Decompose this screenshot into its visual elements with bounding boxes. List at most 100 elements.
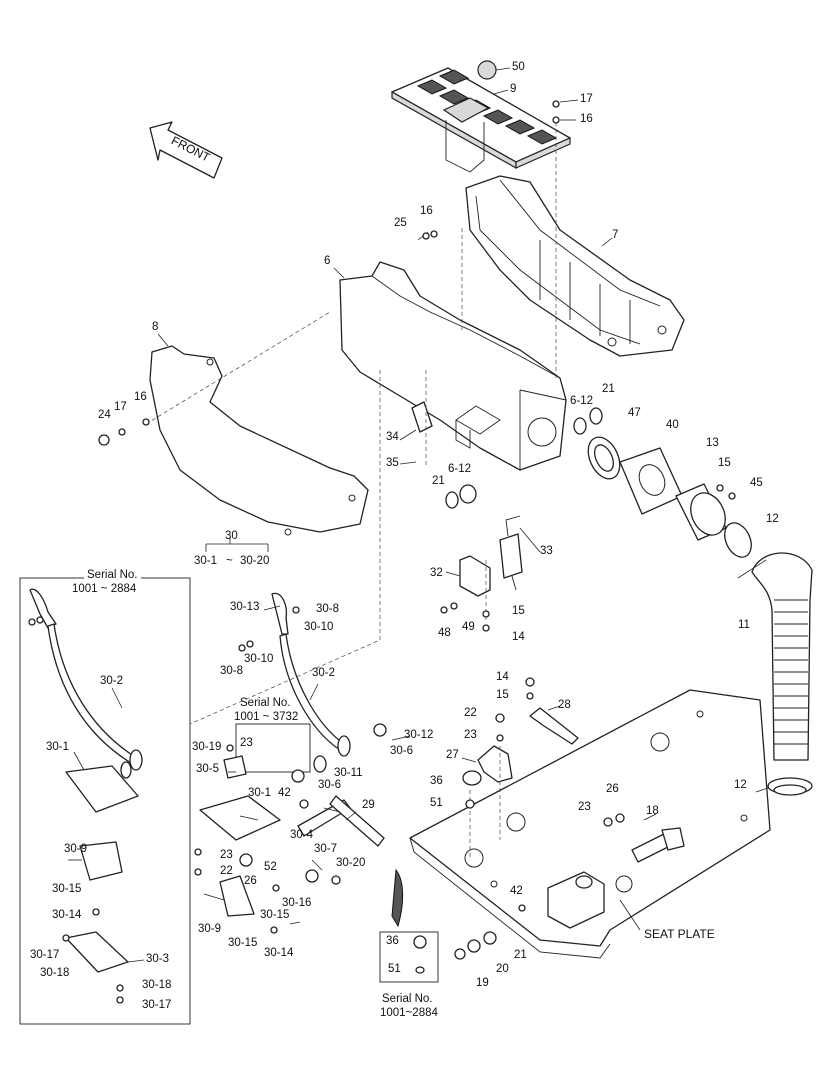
callout: 16 — [134, 391, 147, 403]
callout: 27 — [446, 749, 459, 761]
callout: 12 — [734, 779, 747, 791]
callout: 15 — [718, 457, 731, 469]
seat-plate — [409, 689, 771, 959]
callout: 42 — [510, 885, 523, 897]
callout: 30-10 — [304, 621, 334, 633]
callout: 23 — [578, 801, 591, 813]
serial-box-mid — [235, 723, 311, 773]
callout: 30-9 — [198, 923, 222, 935]
callout: 6 — [324, 255, 331, 267]
callout: 30-10 — [244, 653, 274, 665]
callout: 18 — [646, 805, 659, 817]
callout: 20 — [496, 963, 509, 975]
callout: 30-15 — [52, 883, 82, 895]
callout: 30-18 — [40, 967, 70, 979]
callout: 9 — [510, 83, 517, 95]
part-28-bracket — [462, 707, 579, 786]
callout: 30-1 — [248, 787, 272, 799]
callout: 23 — [240, 737, 253, 749]
part-6-frame — [339, 261, 567, 471]
callout: 11 — [738, 619, 750, 631]
callout: 30-12 — [404, 729, 434, 741]
serial-left-title: Serial No. — [84, 569, 141, 582]
callout: 48 — [438, 627, 451, 639]
callout: 29 — [362, 799, 375, 811]
callout: 14 — [496, 671, 509, 683]
callout: 7 — [612, 229, 619, 241]
part-18-bolt — [547, 827, 685, 929]
callout: 30-15 — [228, 937, 258, 949]
part-32-33-switch — [411, 401, 523, 597]
front-arrow-icon — [149, 121, 223, 179]
callout: 51 — [388, 963, 401, 975]
callout: 52 — [264, 861, 277, 873]
callout: 49 — [462, 621, 475, 633]
callout: 30-2 — [312, 667, 336, 679]
part-7-cover — [465, 175, 685, 357]
callout: 30-17 — [142, 999, 172, 1011]
callout: 30-9 — [64, 843, 88, 855]
callout: 21 — [514, 949, 527, 961]
callout: 30-16 — [282, 897, 312, 909]
callout: 32 — [430, 567, 443, 579]
construction-lines — [145, 122, 557, 860]
callout: 17 — [580, 93, 593, 105]
callout: 40 — [666, 419, 679, 431]
callout: 30-5 — [196, 763, 220, 775]
group-30-bracket — [205, 538, 269, 552]
callout: 30-6 — [390, 745, 414, 757]
callout: 30-2 — [100, 675, 124, 687]
callout: 30-15 — [260, 909, 290, 921]
callout: 12 — [766, 513, 779, 525]
fasteners — [28, 100, 736, 1004]
callout: 30-8 — [220, 665, 244, 677]
callout: 42 — [278, 787, 291, 799]
callout: 30-1 — [46, 741, 70, 753]
group-30-range-from: 30-1 — [194, 555, 218, 567]
callout: 19 — [476, 977, 489, 989]
part-8-side-cover — [149, 345, 369, 536]
serial-mid-range: 1001 ~ 3732 — [234, 711, 299, 723]
callout: 30-13 — [230, 601, 260, 613]
callout: 36 — [430, 775, 443, 787]
callout: 30-14 — [264, 947, 294, 959]
callout: 22 — [220, 865, 233, 877]
callout: 23 — [464, 729, 477, 741]
callout: 47 — [628, 407, 641, 419]
callout: 30-11 — [334, 767, 363, 779]
callout: 14 — [512, 631, 525, 643]
callout: 13 — [706, 437, 719, 449]
callout: 15 — [496, 689, 509, 701]
callout: 21 — [432, 475, 445, 487]
serial-left-range: 1001 ~ 2884 — [72, 583, 137, 595]
callout: 16 — [420, 205, 433, 217]
serial-bottom-range: 1001~2884 — [380, 1007, 438, 1019]
mid-pedal-assembly — [199, 592, 385, 917]
callout: 30-20 — [336, 857, 366, 869]
left-pedal-assembly — [29, 588, 143, 973]
callout: 28 — [558, 699, 571, 711]
part-9-plate — [391, 60, 571, 173]
part-11-hose — [751, 552, 813, 796]
callout: 24 — [98, 409, 111, 421]
callout: 30-14 — [52, 909, 82, 921]
callout: 50 — [512, 61, 525, 73]
callout: 6-12 — [448, 463, 472, 475]
callout: 8 — [152, 321, 159, 333]
callout: 30-4 — [290, 829, 314, 841]
callout: 30-7 — [314, 843, 338, 855]
serial-box-bottom — [379, 931, 439, 983]
serial-bottom-title: Serial No. — [382, 993, 433, 1005]
callout: 25 — [394, 217, 407, 229]
callout: 15 — [512, 605, 525, 617]
callout: 22 — [464, 707, 477, 719]
callout: 16 — [580, 113, 593, 125]
group-30-label: 30 — [225, 530, 238, 542]
callout: 26 — [244, 875, 257, 887]
callout: 30-17 — [30, 949, 60, 961]
callout: 6-12 — [570, 395, 594, 407]
callout: 51 — [430, 797, 443, 809]
group-30-range-to: 30-20 — [240, 555, 270, 567]
